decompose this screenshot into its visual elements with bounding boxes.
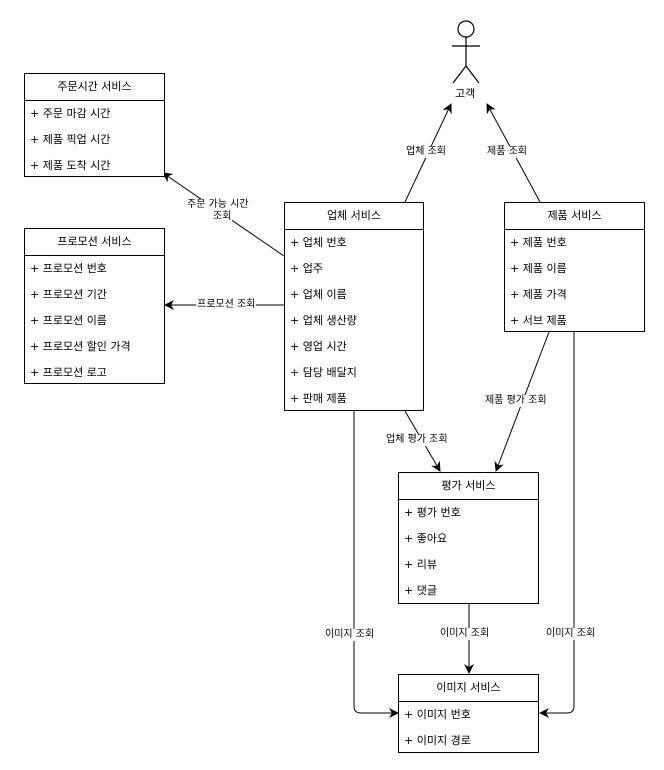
product-item: + 서브 제품	[510, 314, 567, 327]
review-item: + 평가 번호	[404, 506, 461, 519]
order-time-item: + 주문 마감 시간	[30, 107, 111, 120]
edge-label-vendor-image: 이미지 조회	[324, 629, 376, 641]
edge-label-vendor-order-time: 주문 가능 시간	[186, 199, 250, 211]
edge-label-vendor-promotion: 프로모션 조회	[196, 299, 257, 311]
edge-label-product-customer: 제품 조회	[486, 146, 528, 158]
promotion-service-title: 프로모션 서비스	[25, 229, 164, 256]
vendor-item: + 영업 시간	[290, 340, 347, 353]
edge-label-vendor-review: 업체 평가 조회	[385, 434, 449, 446]
review-service-title: 평가 서비스	[399, 473, 538, 500]
edge-label-product-image: 이미지 조회	[545, 628, 597, 640]
review-item: + 리뷰	[404, 558, 437, 571]
review-service-box[interactable]: 평가 서비스 + 평가 번호 + 좋아요 + 리뷰 + 댓글	[398, 472, 539, 604]
promotion-item: + 프로모션 로고	[30, 366, 107, 379]
promotion-item: + 프로모션 할인 가격	[30, 340, 131, 353]
vendor-service-box[interactable]: 업체 서비스 + 업체 번호 + 업주 + 업체 이름 + 업체 생산량 + 영…	[284, 202, 424, 411]
vendor-item: + 업체 생산량	[290, 314, 357, 327]
product-item: + 제품 번호	[510, 236, 567, 249]
promotion-item: + 프로모션 번호	[30, 262, 107, 275]
image-item: + 이미지 경로	[404, 734, 471, 747]
vendor-item: + 판매 제품	[290, 392, 347, 405]
edge-product-image	[539, 332, 575, 718]
review-item: + 댓글	[404, 584, 437, 597]
vendor-item: + 업체 이름	[290, 288, 347, 301]
product-service-box[interactable]: 제품 서비스 + 제품 번호 + 제품 이름 + 제품 가격 + 서브 제품	[504, 202, 645, 332]
customer-label: 고객	[455, 87, 476, 100]
promotion-item: + 프로모션 기간	[30, 288, 107, 301]
order-time-service-title: 주문시간 서비스	[25, 74, 164, 101]
review-item: + 좋아요	[404, 532, 448, 545]
vendor-item: + 업주	[290, 262, 323, 275]
promotion-service-box[interactable]: 프로모션 서비스 + 프로모션 번호 + 프로모션 기간 + 프로모션 이름 +…	[24, 228, 165, 384]
vendor-item: + 담당 배달지	[290, 366, 357, 379]
product-service-title: 제품 서비스	[505, 203, 644, 230]
edge-label-review-image: 이미지 조회	[439, 628, 491, 640]
customer-actor-icon	[452, 20, 480, 84]
edge-label-vendor-order-time-2: 조회	[212, 211, 233, 223]
product-item: + 제품 가격	[510, 288, 567, 301]
vendor-service-title: 업체 서비스	[285, 203, 423, 230]
edge-label-vendor-customer: 업체 조회	[405, 146, 447, 158]
image-service-box[interactable]: 이미지 서비스 + 이미지 번호 + 이미지 경로	[398, 674, 539, 753]
image-service-title: 이미지 서비스	[399, 675, 538, 702]
edge-vendor-image	[353, 411, 399, 718]
order-time-item: + 제품 도착 시간	[30, 159, 111, 172]
image-item: + 이미지 번호	[404, 708, 471, 721]
edge-label-product-review: 제품 평가 조회	[484, 395, 548, 407]
order-time-service-box[interactable]: 주문시간 서비스 + 주문 마감 시간 + 제품 픽업 시간 + 제품 도착 시…	[24, 73, 165, 177]
order-time-item: + 제품 픽업 시간	[30, 133, 111, 146]
product-item: + 제품 이름	[510, 262, 567, 275]
vendor-item: + 업체 번호	[290, 236, 347, 249]
promotion-item: + 프로모션 이름	[30, 314, 107, 327]
